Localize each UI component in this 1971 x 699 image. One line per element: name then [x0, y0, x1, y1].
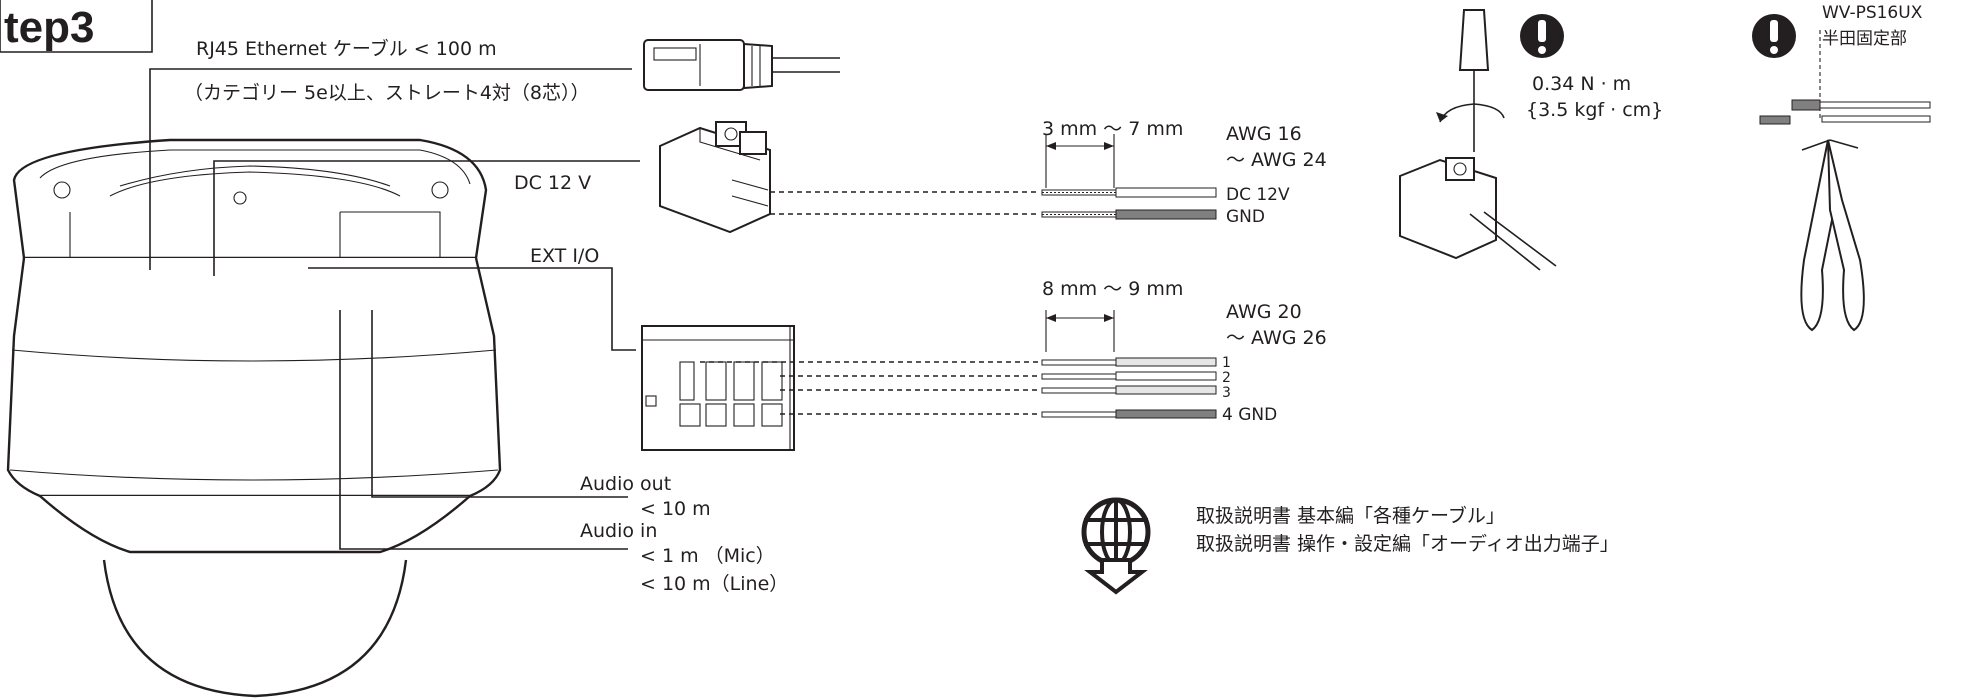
warning-icon-2	[1752, 14, 1796, 58]
soldered-wire-detail	[1759, 99, 1931, 125]
ethernet-plug-icon	[643, 39, 840, 91]
audio-in-mic-length: < 1 m （Mic）	[640, 545, 775, 567]
camera-dome-icon	[6, 138, 502, 698]
screwdriver-icon	[1399, 9, 1557, 271]
torque-value-alt: {3.5 kgf · cm}	[1526, 99, 1663, 121]
step-label: tep3	[0, 0, 153, 53]
io-wire-dimension	[1045, 310, 1115, 352]
power-awg-top: AWG 16	[1226, 123, 1302, 145]
solder-note-model: WV-PS16UX	[1822, 3, 1923, 23]
audio-out-label: Audio out	[580, 473, 671, 495]
io-wire-3-label: 3	[1222, 385, 1231, 401]
power-strip-length: 3 mm ～ 7 mm	[1042, 118, 1183, 140]
rj45-cable-label: RJ45 Ethernet ケーブル < 100 m	[196, 37, 497, 60]
dc-terminal-block-icon	[659, 121, 771, 234]
torque-value: 0.34 N · m	[1532, 73, 1631, 95]
power-awg-bottom: ～ AWG 24	[1226, 149, 1327, 171]
io-terminal-block-icon	[641, 325, 795, 451]
audio-out-length: < 10 m	[640, 498, 711, 520]
ext-io-label: EXT I/O	[530, 245, 599, 267]
io-wire-2-label: 2	[1222, 370, 1231, 386]
solder-note-text: 半田固定部	[1822, 29, 1907, 49]
warning-icon	[1520, 14, 1564, 58]
audio-in-line-length: < 10 m（Line）	[640, 573, 788, 595]
io-wire-4-label: 4 GND	[1222, 405, 1277, 425]
power-wire-dimension	[1045, 134, 1115, 188]
dc-label: DC 12 V	[514, 172, 591, 194]
leader-lines	[149, 68, 640, 550]
io-strip-length: 8 mm ～ 9 mm	[1042, 278, 1183, 300]
io-awg-bottom: ～ AWG 26	[1226, 327, 1327, 349]
manual-ref-1: 取扱説明書 基本編「各種ケーブル」	[1196, 504, 1505, 527]
pliers-icon	[1800, 139, 1865, 332]
power-wire-2-label: GND	[1226, 207, 1265, 227]
web-download-icon	[1081, 497, 1151, 595]
step-text: tep3	[4, 3, 94, 52]
rj45-cable-spec: （カテゴリー 5e以上、ストレート4対（8芯））	[184, 82, 590, 104]
audio-in-label: Audio in	[580, 520, 657, 542]
io-wires	[1041, 357, 1217, 419]
power-wire-1-label: DC 12V	[1226, 185, 1290, 205]
power-wires	[1041, 187, 1217, 220]
io-wire-1-label: 1	[1222, 355, 1231, 371]
manual-ref-2: 取扱説明書 操作・設定編「オーディオ出力端子」	[1196, 533, 1619, 555]
io-awg-top: AWG 20	[1226, 301, 1302, 323]
